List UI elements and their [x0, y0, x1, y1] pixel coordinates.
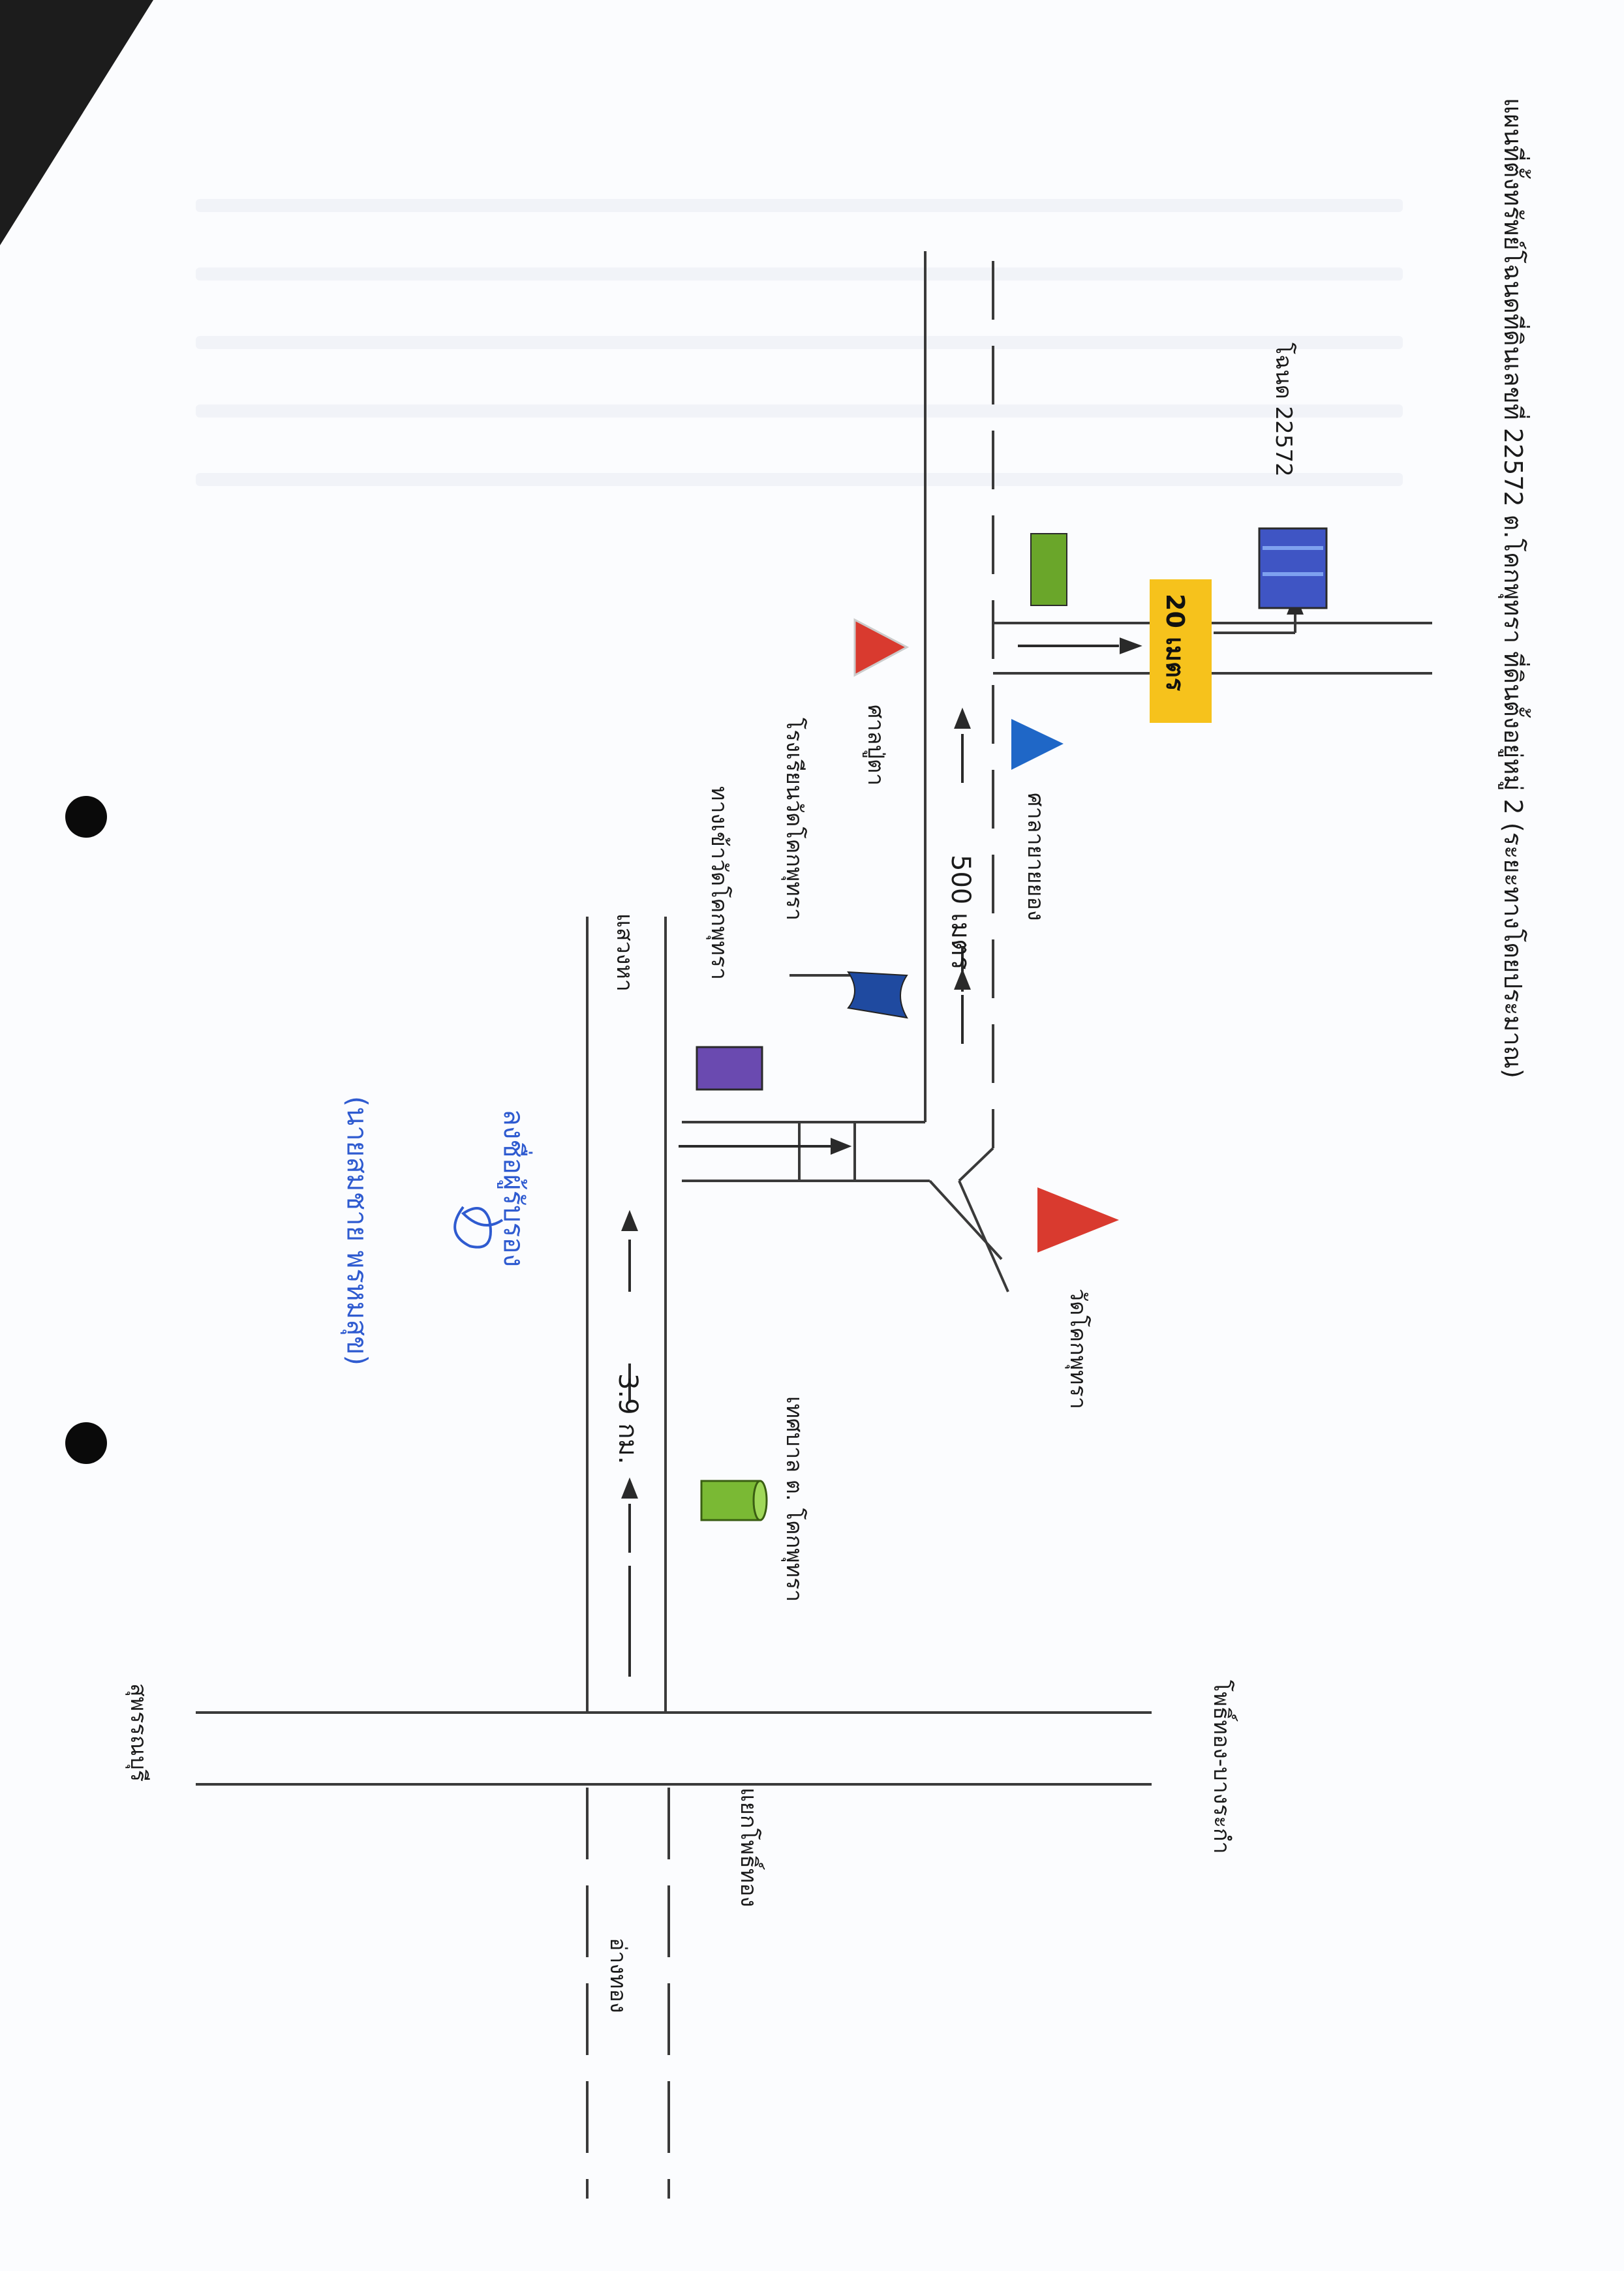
faint-text-line	[196, 473, 1403, 486]
distance-3-9km-label: 3.9 กม.	[613, 1373, 643, 1465]
supanburi-label: สุพรรณบุรี	[125, 1683, 151, 1782]
distance-500m-label: 500 เมตร	[945, 855, 975, 970]
punch-hole	[65, 796, 107, 838]
sala-pu-label: ศาลปู่ตา	[863, 705, 889, 786]
map-title: แผนที่ตั้งทรัพย์โฉนดที่ดินเลขที่ 22572 ต…	[1499, 98, 1527, 1078]
purple-marker	[696, 1046, 763, 1091]
arrowhead	[954, 707, 971, 729]
faint-text-line	[196, 404, 1403, 418]
punch-hole	[65, 1422, 107, 1464]
arrowhead	[831, 1138, 852, 1155]
arrowhead	[1120, 637, 1142, 654]
wat-entrance-label: ทางเข้าวัดโคกพุทรา	[706, 786, 732, 981]
angthong-label: อ่างทอง	[605, 1938, 631, 2013]
pho-thong-road-label: โพธิ์ทอง-บางระกำ	[1208, 1680, 1234, 1854]
faint-text-line	[196, 267, 1403, 281]
folded-corner	[0, 0, 170, 287]
blue-triangle-marker	[1011, 719, 1064, 770]
road-edge	[958, 1180, 1009, 1292]
wat-triangle-marker	[1037, 1187, 1119, 1253]
road-edge	[958, 1147, 994, 1182]
arrowhead	[621, 1477, 638, 1499]
distance-badge	[1150, 579, 1212, 723]
faint-text-line	[196, 199, 1403, 212]
signature-line1: ลงชื่อผู้รับรอง	[498, 1109, 530, 1268]
distance-20m-label: 20 เมตร	[1161, 594, 1189, 692]
green-marker	[1030, 533, 1067, 606]
deed-plot-marker	[1258, 527, 1328, 609]
faint-text-line	[196, 336, 1403, 349]
road-edge	[928, 1180, 1003, 1260]
intersection-label: แยกโพธิ์ทอง	[735, 1788, 761, 1908]
school-flag-icon	[847, 971, 908, 1019]
deed-label: โฉนด 22572	[1270, 343, 1296, 477]
sala-yai-label: ศาลายายยอง	[1022, 793, 1049, 921]
municipality-label: เทศบาล ต. โคกพุทรา	[781, 1396, 807, 1602]
wat-label: วัดโคกพุทรา	[1065, 1288, 1091, 1409]
signature-line2: (นายสมชาย พรหมสุข)	[341, 1096, 373, 1366]
municipality-cylinder-icon	[700, 1480, 768, 1521]
chaiyo-label: แสวงหา	[611, 913, 637, 992]
signature-scribble	[453, 1206, 504, 1249]
red-triangle-marker	[853, 618, 910, 677]
arrowhead	[621, 1210, 638, 1231]
school-label: โรงเรียนวัดโคกพุทรา	[781, 718, 807, 921]
